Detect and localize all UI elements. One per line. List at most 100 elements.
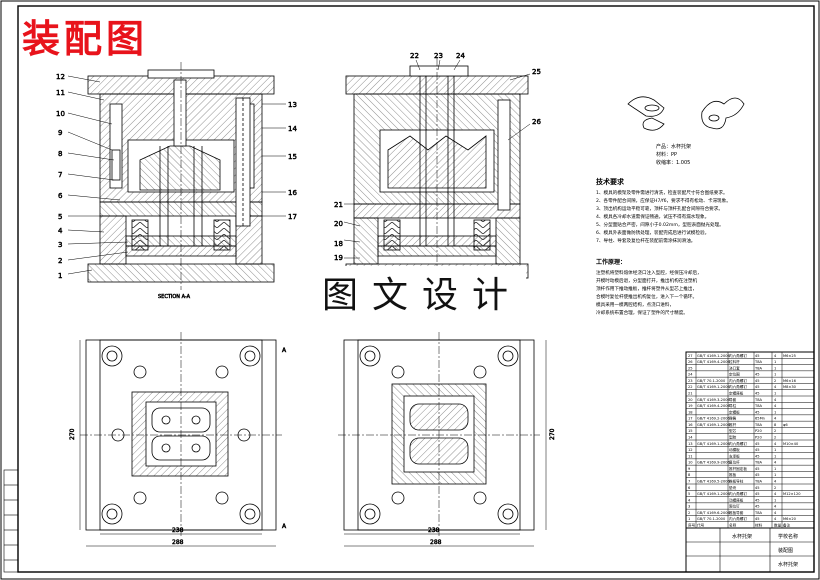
bom-cell: 6 <box>688 486 691 490</box>
bom-cell: GB/T 4169.9-2006 <box>697 461 731 465</box>
bom-cell: 2 <box>774 486 776 490</box>
bom-cell: GB/T 4169.3-2006 <box>697 398 731 402</box>
callout-6: 6 <box>58 192 63 200</box>
callout-10: 10 <box>56 110 65 118</box>
callout-14: 14 <box>288 125 297 133</box>
bom-cell: GB/T 4169.1-2006 <box>697 385 731 389</box>
bom-header-cell: 材料 <box>755 523 763 528</box>
bom-cell: GB/T 4169.1-2006 <box>697 423 731 427</box>
bom-cell: 弹簧 <box>729 416 737 421</box>
bom-cell: 45 <box>755 410 760 414</box>
bom-cell: GB/T 70.1-2000 <box>697 517 726 521</box>
bom-cell: 推杆 <box>729 422 737 427</box>
left-margin-table <box>3 469 19 573</box>
tech-line: 4、模具各冷却水道需保证畅通，试压不得有漏水现象。 <box>596 213 709 220</box>
callout-5: 5 <box>58 213 62 221</box>
bom-cell: 复位杆 <box>729 460 740 465</box>
bom-cell: 1 <box>774 448 776 452</box>
work-line: 冷却系统布置合理，保证了塑件的尺寸精度。 <box>596 309 688 316</box>
bom-cell: 45 <box>755 442 760 446</box>
section-label: SECTION A-A <box>158 294 191 300</box>
bom-cell: 内六角螺钉 <box>729 353 747 358</box>
bom-cell: 推板导套 <box>729 510 744 515</box>
bom-cell: 19 <box>688 404 693 408</box>
dim-left-outer-width: 288 <box>172 539 184 546</box>
bom-cell: 支承板 <box>729 453 740 458</box>
bom-cell: 8 <box>774 423 777 427</box>
plan-view-left <box>80 332 282 538</box>
bom-cell: 2 <box>688 511 690 515</box>
bom-cell: 14 <box>688 436 693 440</box>
bom-cell: 定模板 <box>729 409 740 414</box>
bom-cell: GB/T 4169.5-2006 <box>697 480 731 484</box>
callout-4: 4 <box>58 227 63 235</box>
section-view-left <box>87 62 275 290</box>
tech-line: 5、分型面贴合严密，间隙小于0.02mm，型腔表面抛光处理。 <box>596 221 724 228</box>
bom-cell: 2 <box>774 436 776 440</box>
bom-cell: 45 <box>755 517 760 521</box>
bom-cell: 23 <box>688 379 693 383</box>
bom-cell: 21 <box>688 392 693 396</box>
bom-cell: 垫块 <box>729 485 737 490</box>
bom-cell: GB/T 4169.1-2006 <box>697 354 731 358</box>
bom-cell: T8A <box>754 480 762 484</box>
section-mark-top: A <box>282 347 287 354</box>
callout-26: 26 <box>532 118 541 126</box>
work-line: 顶杆作用下推动推板，推杆将塑件从型芯上推出， <box>596 285 697 292</box>
bom-cell: 4 <box>774 442 777 446</box>
bom-cell: 20 <box>688 398 693 402</box>
bom-cell: 推板导柱 <box>729 479 744 484</box>
bom-cell: 4 <box>774 398 777 402</box>
bom-cell: 45 <box>755 373 760 377</box>
bom-cell: 1 <box>774 454 776 458</box>
bom-cell: 45 <box>755 354 760 358</box>
bom-cell: 1 <box>774 467 776 471</box>
bom-cell: 45 <box>755 505 760 509</box>
bom-cell: 7 <box>688 480 690 484</box>
bom-cell: GB/T 4169.4-2006 <box>697 360 731 364</box>
bom-cell: 型腔 <box>729 435 737 440</box>
bom-cell: 4 <box>774 461 777 465</box>
bom-cell: M6×20 <box>783 517 797 521</box>
callout-12: 12 <box>56 73 65 81</box>
bom-cell: 22 <box>688 385 693 389</box>
bom-cell: T8A <box>754 511 762 515</box>
part-info-shrinkage: 收缩率：1.005 <box>656 159 690 166</box>
bom-cell: 45 <box>755 392 760 396</box>
bom-cell: 1 <box>774 373 776 377</box>
bom-cell: 26 <box>688 360 693 364</box>
bom-cell: 15 <box>688 429 693 433</box>
part-info-material: 材料：PP <box>656 151 677 158</box>
tech-line: 3、顶出机构运动平稳可靠，顶杆与顶杆孔配合间隙符合要求。 <box>596 205 723 212</box>
bom-cell: M6×16 <box>783 379 797 383</box>
work-line: 合模时复位杆使推出机构复位，进入下一个循环。 <box>596 293 697 300</box>
bom-cell: 5 <box>688 492 690 496</box>
callout-22: 22 <box>410 52 419 60</box>
dim-right-height: 270 <box>549 428 556 440</box>
bom-header-cell: 序号 <box>688 523 696 528</box>
bom-cell: P20 <box>755 429 762 433</box>
callout-9: 9 <box>58 129 62 137</box>
title-drawing-no: 装配图 <box>778 547 793 554</box>
work-line: 注塑机将塑料熔体经浇口注入型腔，经保压冷却后， <box>596 269 702 276</box>
bom-cell: 1 <box>774 410 776 414</box>
bom-header-cell: 数量 <box>774 523 782 528</box>
bom-cell: 4 <box>774 404 777 408</box>
bom-cell: 8 <box>688 473 691 477</box>
bom-cell: T8A <box>754 423 762 427</box>
bom-cell: 17 <box>688 417 693 421</box>
bom-cell: 定模座板 <box>729 391 744 396</box>
work-line: 开模时动模后退，分型面打开，推出机构在注塑机 <box>596 277 697 284</box>
bom-cell: 4 <box>774 354 777 358</box>
bom-cell: 45 <box>755 498 760 502</box>
bom-cell: M6×25 <box>783 354 796 358</box>
bom-cell: 动模板 <box>729 447 740 452</box>
bom-cell: GB/T 4169.1-2006 <box>697 492 731 496</box>
bom-cell: 内六角螺钉 <box>729 516 747 521</box>
bom-cell: 13 <box>688 442 693 446</box>
work-line: 模具采用一模两腔结构，点浇口进料， <box>596 301 674 308</box>
bom-cell: 限位钉 <box>729 504 740 509</box>
bom-cell: 4 <box>774 505 777 509</box>
